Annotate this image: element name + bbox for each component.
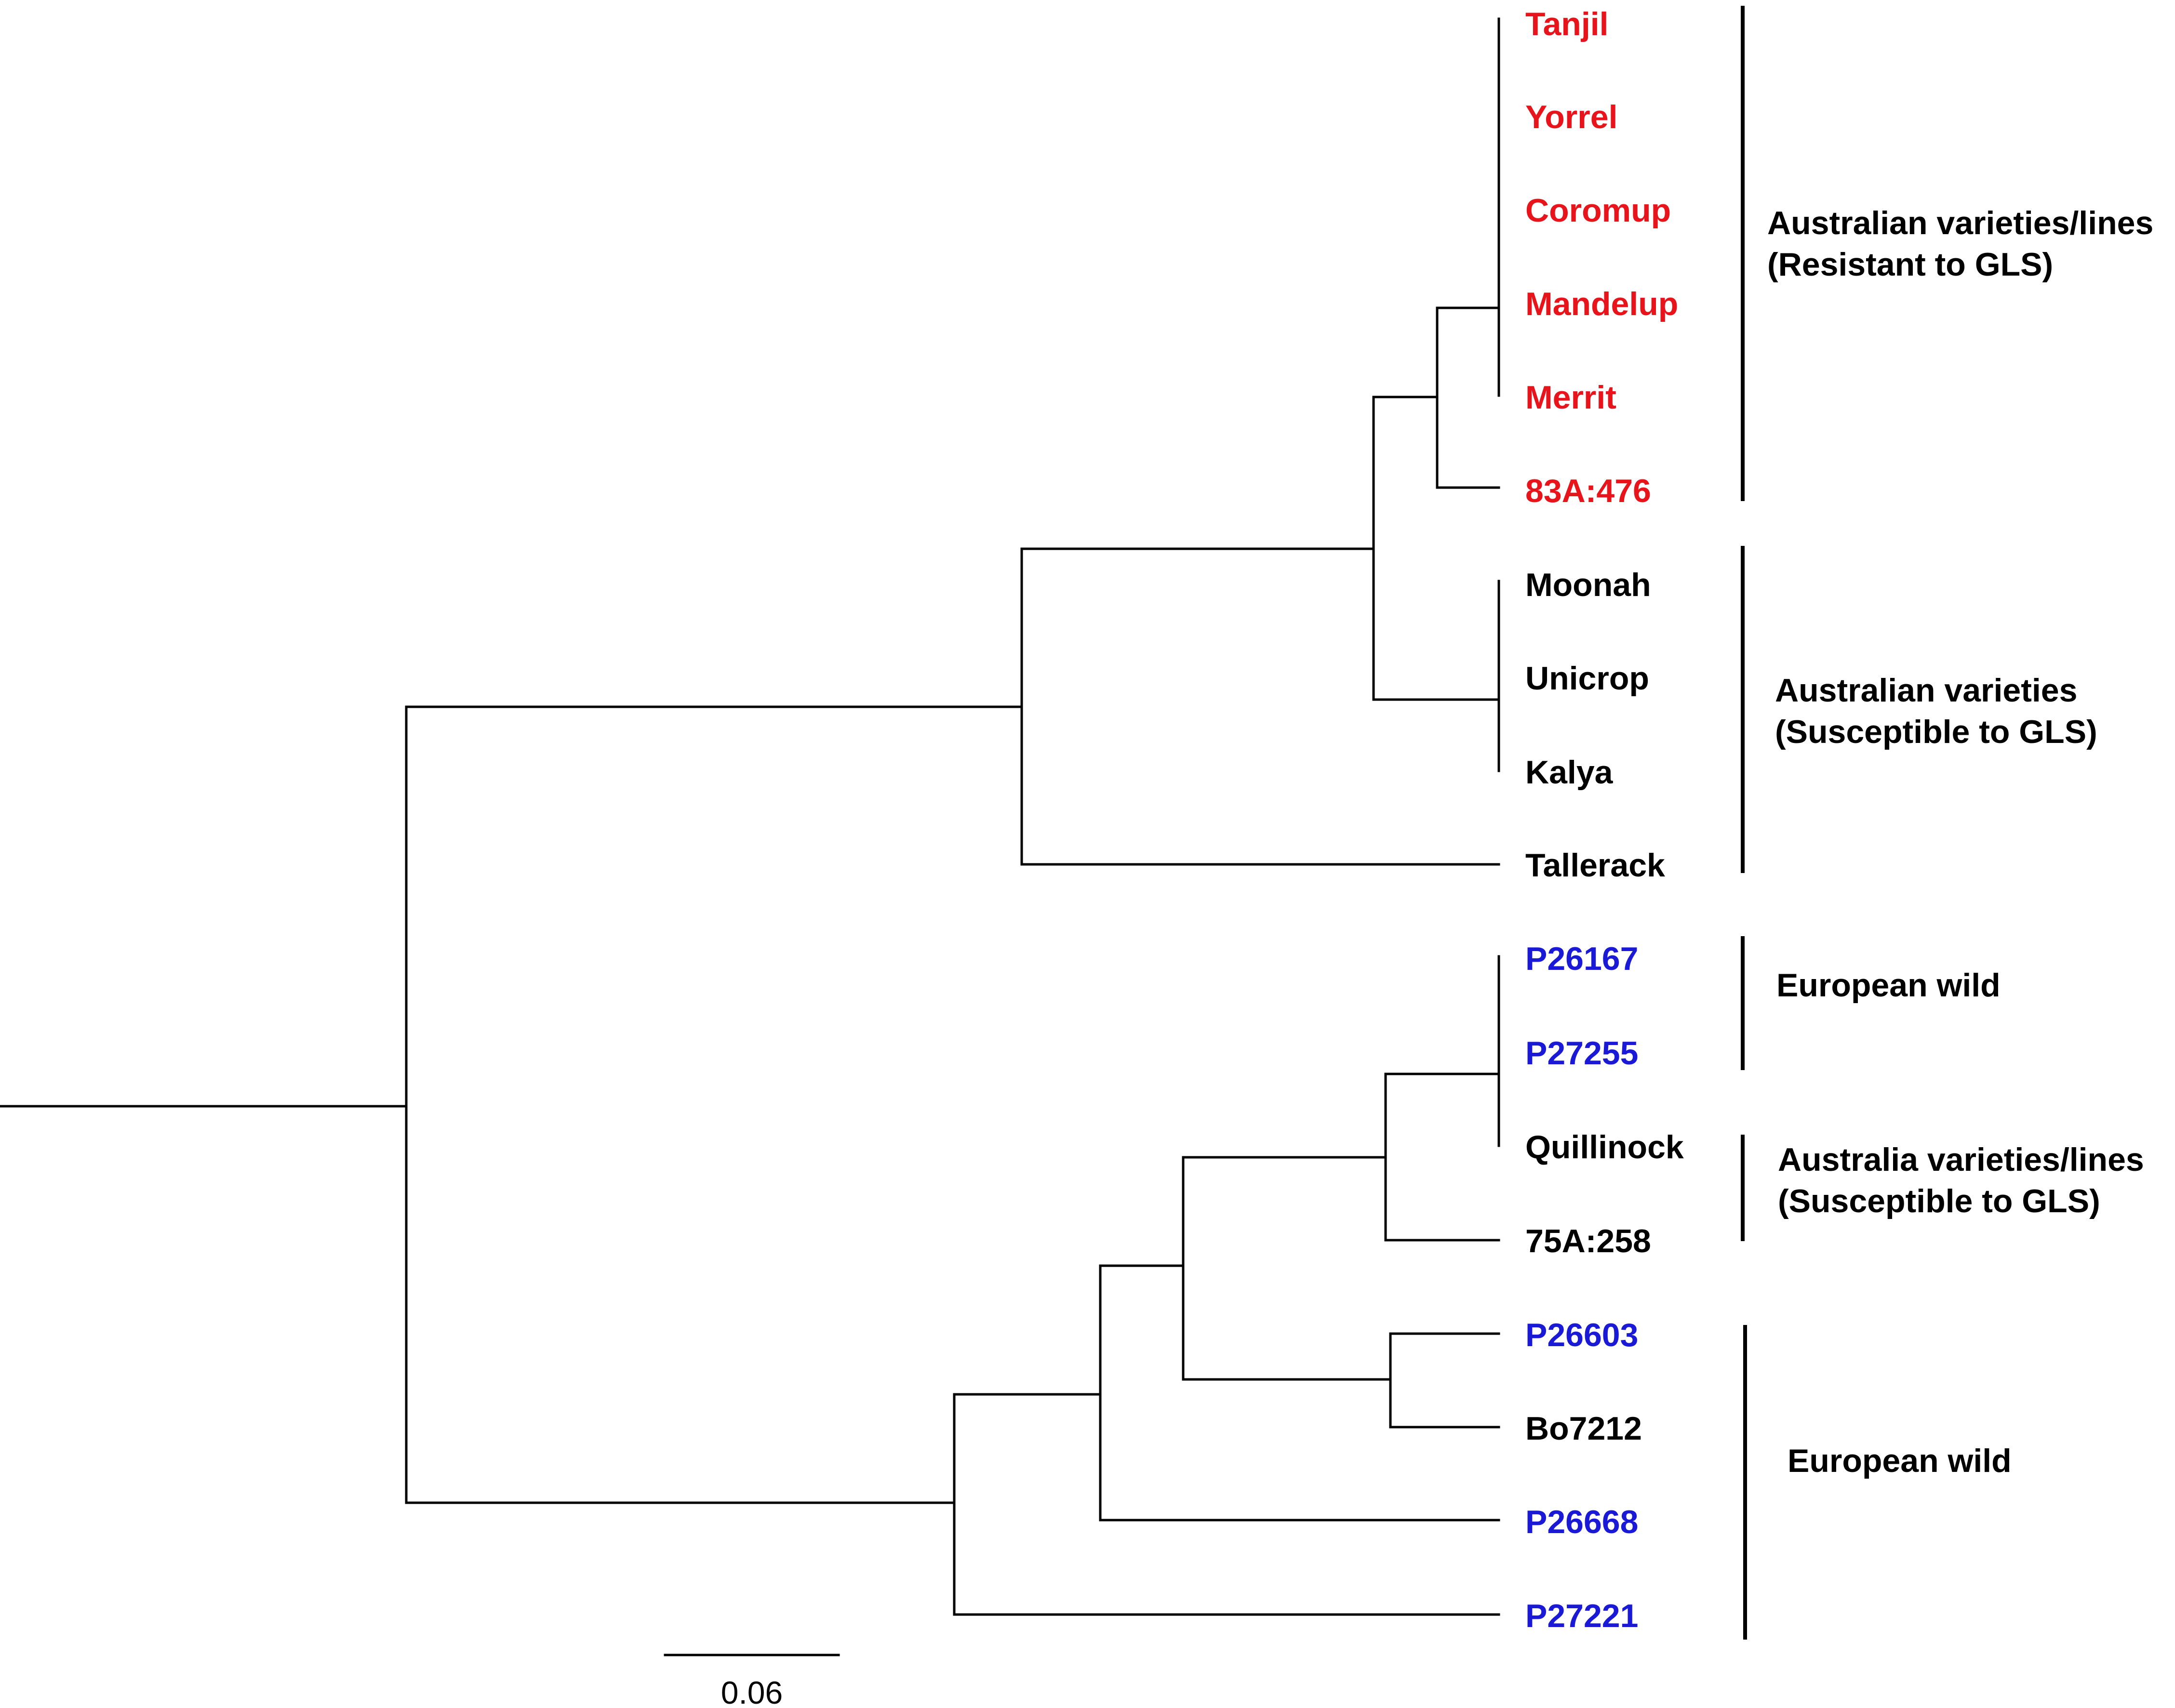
leaf-labels: Tanjil Yorrel Coromup Mandelup Merrit 83… [1525,6,1684,1634]
leaf-label-merrit: Merrit [1525,379,1616,416]
leaf-label-yorrel: Yorrel [1525,99,1617,135]
group-label-aus-susceptible-line1: Australian varieties [1775,672,2077,709]
scale-bar-label: 0.06 [721,1675,783,1708]
p26603-bo7212-node [1389,1332,1500,1429]
scale-bar: 0.06 [664,1654,840,1708]
leaf-label-75a258: 75A:258 [1525,1223,1651,1259]
group-label-european-wild-1: European wild [1776,967,2001,1004]
resistant-clade-node [1436,306,1500,489]
leaf-label-p27221: P27221 [1525,1598,1638,1634]
leaf-label-unicrop: Unicrop [1525,660,1649,697]
root-node-branches [405,705,1023,1504]
leaf-label-tallerack: Tallerack [1525,847,1665,884]
wild-inner-node [1182,1156,1392,1381]
leaf-label-tanjil: Tanjil [1525,6,1609,42]
leaf-label-mandelup: Mandelup [1525,286,1678,322]
leaf-label-p26668: P26668 [1525,1504,1638,1540]
leaf-label-kalya: Kalya [1525,754,1614,791]
european-clade-node [1384,1072,1500,1242]
leaf-label-bo7212: Bo7212 [1525,1410,1642,1447]
group-label-european-wild-2: European wild [1788,1443,2012,1479]
leaf-label-83a476: 83A:476 [1525,473,1651,509]
wild-clade-node [953,1393,1500,1616]
group-label-resistant-line2: (Resistant to GLS) [1767,246,2053,283]
leaf-label-p26167: P26167 [1525,940,1638,977]
group-label-australia-susceptible-line1: Australia varieties/lines [1778,1141,2144,1178]
leaf-label-coromup: Coromup [1525,192,1671,229]
group-labels: Australian varieties/lines (Resistant to… [1767,205,2153,1479]
australian-subclade-node [1372,396,1500,701]
leaf-label-quillinock: Quillinock [1525,1129,1684,1165]
group-label-australia-susceptible-line2: (Susceptible to GLS) [1778,1183,2100,1219]
wild-subclade-node [1099,1264,1500,1522]
leaf-label-p27255: P27255 [1525,1035,1638,1072]
australian-clade-node [1020,547,1500,866]
leaf-label-moonah: Moonah [1525,567,1651,603]
tree-branches [0,17,1500,1616]
group-label-resistant-line1: Australian varieties/lines [1767,205,2153,241]
group-label-aus-susceptible-line2: (Susceptible to GLS) [1775,714,2097,750]
group-bars [1741,6,1747,1640]
leaf-label-p26603: P26603 [1525,1317,1638,1353]
